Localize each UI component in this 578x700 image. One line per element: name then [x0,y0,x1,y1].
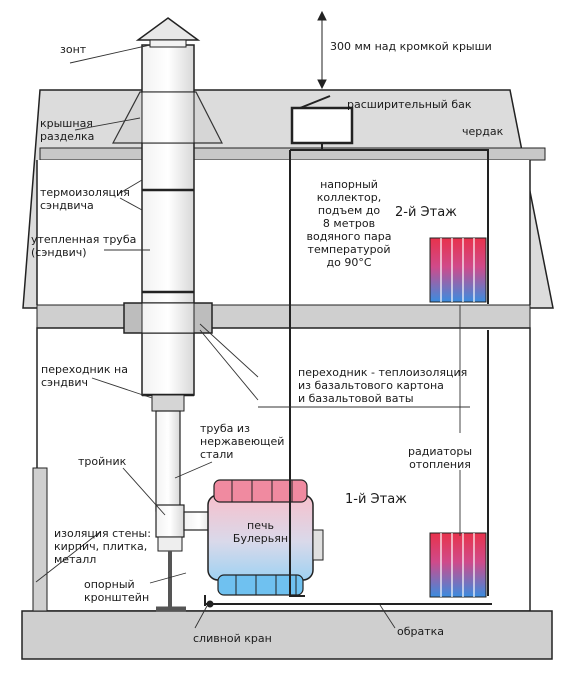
thermal-insulation-label: термоизоляция сэндвича [40,186,130,212]
adapter-insulation-label: переходник - теплоизоляция из базальтово… [298,366,468,405]
radiator-floor-1 [429,532,487,598]
tee-label: тройник [78,455,127,468]
expansion-tank [290,95,354,150]
stove-bulerian [207,479,324,596]
stove-label: печь Булерьян [232,519,289,545]
drain-valve [206,600,214,608]
wall-insulation-strip [32,467,48,612]
radiator-floor-2 [429,237,487,303]
stainless-pipe [155,410,181,512]
drain-valve-label: сливной кран [193,632,272,645]
pressure-collector-label: напорный коллектор, подъем до 8 метров в… [306,178,392,269]
steel-pipe-label: труба из нержавеющей стали [200,422,285,461]
chimney-umbrella [135,17,201,48]
umbrella-label: зонт [60,43,87,56]
sandwich-adapter [151,394,185,412]
return-line-label: обратка [397,625,445,638]
height-note-label: 300 мм над кромкой крыши [330,40,492,53]
attic-label: чердак [462,125,504,138]
expansion-tank-label: расширительный бак [347,98,472,111]
insulated-pipe-label: утепленная труба (сэндвич) [31,233,137,259]
heating-pipes [204,149,492,606]
floor-2-label: 2-й Этаж [395,205,457,220]
roof-cut-label: крышная разделка [40,117,95,143]
radiators-label: радиаторы отопления [407,445,473,471]
leader-lines [35,44,470,629]
wall-insulation-label: изоляция стены: кирпич, плитка, металл [54,527,151,566]
floor-1-label: 1-й Этаж [345,492,407,507]
sandwich-adapter-label: переходник на сэндвич [41,363,128,389]
support-bracket [156,551,186,612]
support-bracket-label: опорный кронштейн [84,578,150,604]
height-dimension [317,10,327,90]
